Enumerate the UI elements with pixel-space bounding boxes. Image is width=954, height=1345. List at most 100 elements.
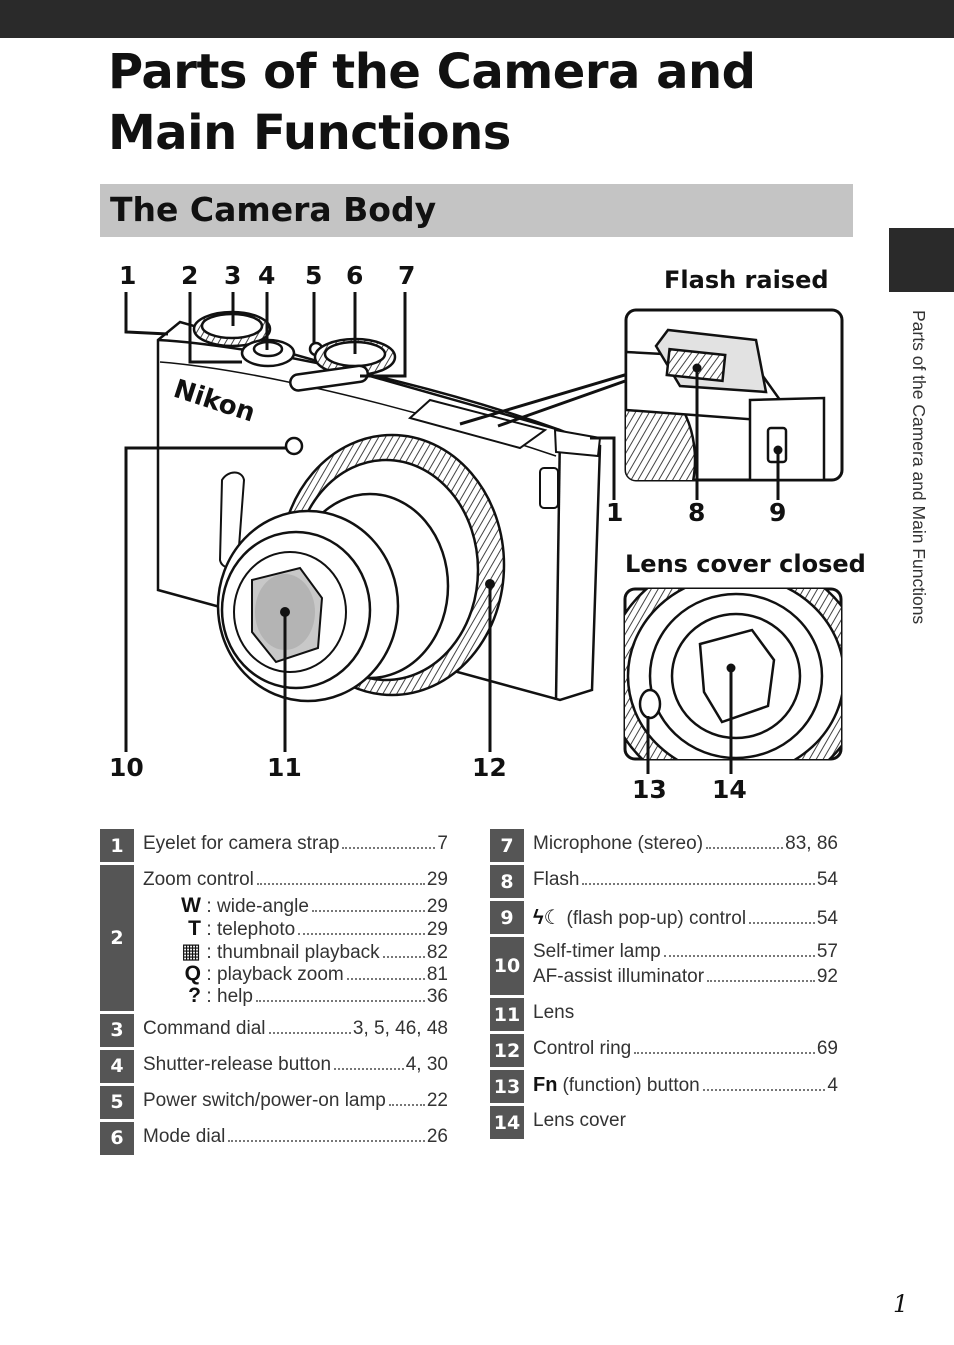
legend-number: 3	[100, 1013, 134, 1047]
legend-row: 10 Self-timer lamp 57 AF-assist illuminat…	[490, 937, 838, 995]
legend-label: (function) button	[562, 1075, 700, 1096]
callout-5: 5	[305, 261, 323, 290]
legend-label: (flash pop-up) control	[566, 908, 747, 929]
page-number: 1	[893, 1290, 909, 1318]
legend-page-ref[interactable]: 4	[827, 1075, 838, 1096]
legend-row: 3 Command dial 3, 5, 46, 48	[100, 1013, 448, 1047]
legend-page-ref[interactable]: 92	[816, 966, 838, 987]
legend-page-ref[interactable]: 81	[426, 963, 448, 985]
section-band: The Camera Body	[100, 184, 853, 237]
legend-label: Zoom control	[143, 869, 254, 890]
flash-raised-inset	[624, 308, 844, 500]
flash-popup-icon: ϟ☾	[533, 907, 562, 929]
callout-1-side: 1	[606, 498, 624, 527]
callout-4: 4	[258, 261, 276, 290]
chapter-tab	[889, 228, 954, 292]
legend-row: 1 Eyelet for camera strap 7	[100, 829, 448, 862]
callout-10: 10	[109, 753, 144, 782]
callout-6: 6	[346, 261, 364, 290]
help-icon: ?	[188, 984, 201, 1007]
leader-lines	[124, 292, 629, 752]
legend-left: 1 Eyelet for camera strap 7 2 Zoom contro…	[100, 829, 448, 1158]
lens-assembly	[216, 433, 506, 703]
legend-sub-label: help	[217, 986, 253, 1007]
legend-row: 5 Power switch/power-on lamp 22	[100, 1085, 448, 1119]
callout-11: 11	[267, 753, 302, 782]
legend-number: 9	[490, 901, 524, 934]
legend-row: 6 Mode dial 26	[100, 1121, 448, 1155]
legend-number: 11	[490, 998, 524, 1031]
telephoto-icon: T	[188, 916, 201, 940]
legend-sub-label: thumbnail playback	[217, 942, 380, 963]
legend-row: 7 Microphone (stereo) 83, 86	[490, 829, 838, 862]
legend-label: AF-assist illuminator	[533, 966, 705, 987]
legend-page-ref[interactable]: 29	[426, 896, 448, 917]
legend-label: Command dial	[143, 1017, 266, 1039]
legend-page-ref[interactable]: 54	[816, 869, 838, 890]
legend-row: 4 Shutter-release button 4, 30	[100, 1049, 448, 1083]
legend-label: Lens cover	[533, 1110, 626, 1131]
legend-row: 8 Flash 54	[490, 865, 838, 898]
flash-raised-caption: Flash raised	[664, 266, 829, 294]
chapter-tab-label: Parts of the Camera and Main Functions	[909, 310, 929, 625]
camera-illustration: Nikon	[124, 292, 844, 774]
legend-number: 14	[490, 1106, 524, 1139]
camera-figure: Nikon	[109, 261, 866, 804]
legend-page-ref[interactable]: 22	[426, 1089, 448, 1111]
legend-sub-label: telephoto	[217, 918, 296, 940]
legend-label: Shutter-release button	[143, 1053, 332, 1075]
function-button-icon: Fn	[533, 1074, 558, 1096]
legend-row: 14 Lens cover	[490, 1106, 838, 1139]
legend-row: 9 ϟ☾(flash pop-up) control 54	[490, 901, 838, 934]
legend-row: 11 Lens	[490, 998, 838, 1031]
legend-right: 7 Microphone (stereo) 83, 86 8 Flash 54 9 …	[490, 829, 838, 1142]
lens-cover-closed-inset	[623, 587, 843, 774]
legend-number: 1	[100, 829, 134, 862]
legend-label: Microphone (stereo)	[533, 833, 704, 854]
legend-label: Eyelet for camera strap	[143, 833, 340, 854]
legend-page-ref[interactable]: 26	[426, 1125, 448, 1147]
legend-page-ref[interactable]: 3, 5, 46, 48	[352, 1017, 448, 1039]
legend-page-ref[interactable]: 29	[426, 869, 448, 890]
legend-number: 7	[490, 829, 524, 862]
callout-1-top: 1	[119, 261, 137, 290]
legend-number: 10	[490, 937, 524, 995]
legend-number: 13	[490, 1070, 524, 1103]
callout-2: 2	[181, 261, 199, 290]
legend-number: 8	[490, 865, 524, 898]
legend-number: 2	[100, 865, 134, 1011]
legend-label: Flash	[533, 869, 580, 890]
legend-label: Mode dial	[143, 1125, 226, 1147]
header-bar	[0, 0, 954, 38]
legend-sub-label: wide-angle	[217, 896, 309, 917]
page-title: Parts of the Camera and Main Functions	[108, 44, 756, 161]
legend-page-ref[interactable]: 57	[816, 941, 838, 962]
wide-angle-icon: W	[181, 894, 201, 917]
legend-sub-label: playback zoom	[217, 963, 344, 985]
legend-number: 6	[100, 1121, 134, 1155]
callout-13: 13	[632, 775, 667, 804]
legend-label: Power switch/power-on lamp	[143, 1089, 386, 1111]
legend-page-ref[interactable]: 29	[426, 918, 448, 940]
lens-cover-closed-caption: Lens cover closed	[625, 550, 866, 578]
section-title: The Camera Body	[110, 190, 437, 229]
callout-9: 9	[769, 498, 787, 527]
callout-3: 3	[224, 261, 242, 290]
legend-number: 4	[100, 1049, 134, 1083]
legend-page-ref[interactable]: 36	[426, 986, 448, 1007]
legend-page-ref[interactable]: 7	[437, 833, 448, 854]
callout-8: 8	[688, 498, 706, 527]
legend-page-ref[interactable]: 4, 30	[405, 1053, 448, 1075]
legend-page-ref[interactable]: 69	[816, 1038, 838, 1059]
legend-page-ref[interactable]: 54	[816, 908, 838, 929]
legend-page-ref[interactable]: 82	[426, 942, 448, 963]
playback-zoom-icon: Q	[184, 961, 201, 985]
legend-label: Self-timer lamp	[533, 941, 661, 962]
legend-page-ref[interactable]: 83, 86	[785, 833, 838, 854]
legend-number: 5	[100, 1085, 134, 1119]
callout-12: 12	[472, 753, 507, 782]
legend-number: 12	[490, 1034, 524, 1067]
callout-14: 14	[712, 775, 747, 804]
